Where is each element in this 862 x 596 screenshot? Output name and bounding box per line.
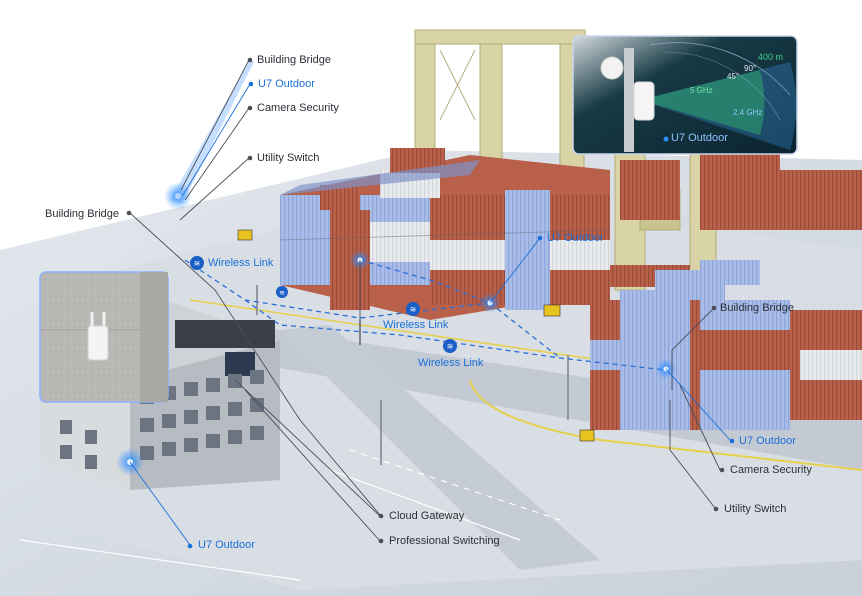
wireless-link-label-2: Wireless Link	[383, 319, 449, 331]
leader-lines	[129, 59, 731, 546]
callout-building-bridge-left: Building Bridge	[45, 208, 119, 220]
wireless-link-icon: ≋ ≋ ≋ ≋	[190, 256, 457, 353]
callout-building-bridge-right: Building Bridge	[720, 302, 794, 314]
wireless-link-label-1: Wireless Link	[208, 257, 274, 269]
coverage-angle-90-label: 90°	[744, 64, 757, 73]
svg-text:≋: ≋	[447, 342, 454, 351]
callout-u7-outdoor-bottom: U7 Outdoor	[198, 539, 255, 551]
coverage-angle-45-label: 45°	[727, 72, 740, 81]
office-building	[40, 300, 280, 490]
coverage-distance-label: 400 m	[758, 52, 784, 62]
svg-text:≋: ≋	[279, 289, 285, 297]
wall-device-inset	[39, 271, 169, 403]
bg-containers	[600, 150, 862, 287]
bridge-beam	[170, 60, 254, 204]
coverage-24ghz-label: 2.4 GHz	[733, 108, 763, 117]
coverage-device-label: U7 Outdoor	[671, 132, 728, 144]
main-container-stack	[279, 148, 611, 320]
callout-building-bridge-top: Building Bridge	[257, 54, 331, 66]
callout-u7-outdoor-center: U7 Outdoor	[547, 232, 604, 244]
forklift-icons	[237, 229, 595, 442]
road-curb-2	[189, 299, 601, 361]
wireless-link-label-3: Wireless Link	[418, 357, 484, 369]
coverage-5ghz-label: 5 GHz	[690, 86, 713, 95]
callout-u7-outdoor-right: U7 Outdoor	[739, 435, 796, 447]
callout-dots	[126, 57, 735, 549]
callout-utility-switch-right: Utility Switch	[724, 503, 787, 515]
svg-text:≋: ≋	[194, 259, 201, 268]
callout-professional-switching: Professional Switching	[389, 535, 500, 547]
callout-camera-security-top: Camera Security	[257, 102, 339, 114]
callout-camera-security-right: Camera Security	[730, 464, 812, 476]
callout-u7-outdoor-top: U7 Outdoor	[258, 78, 315, 90]
wireless-link-paths	[184, 259, 666, 371]
callout-utility-switch-top: Utility Switch	[257, 152, 320, 164]
svg-text:≋: ≋	[410, 305, 417, 314]
callout-cloud-gateway: Cloud Gateway	[389, 510, 465, 522]
road-cross	[280, 325, 600, 570]
coverage-inset	[572, 35, 798, 155]
